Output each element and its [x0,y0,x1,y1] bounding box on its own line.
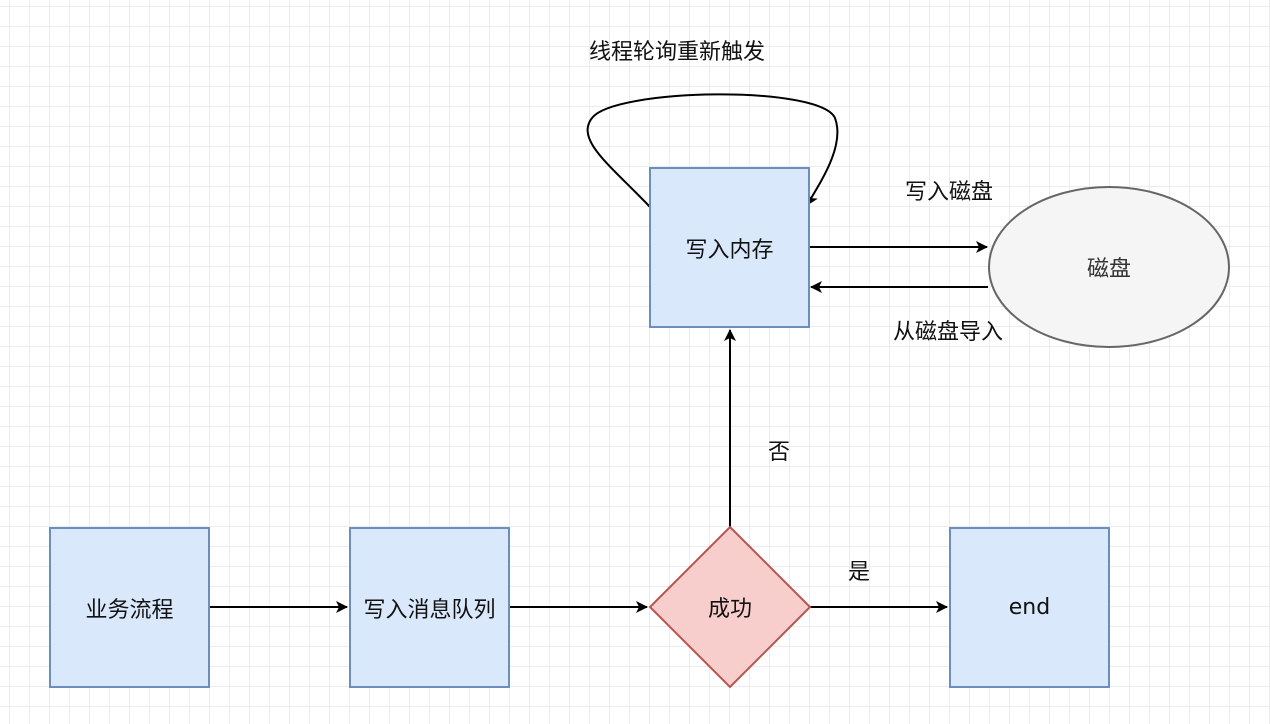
success-decision-node[interactable]: 成功 [650,527,810,687]
write-queue-node[interactable]: 写入消息队列 [349,527,510,688]
edge-label-load-disk: 从磁盘导入 [892,320,1004,345]
edge-label-yes: 是 [847,560,871,585]
write-memory-node[interactable]: 写入内存 [649,167,810,328]
end-label: end [1008,595,1051,620]
business-process-label: 业务流程 [85,597,174,623]
edge-label-write-disk: 写入磁盘 [904,180,994,205]
write-memory-label: 写入内存 [685,237,774,263]
end-node[interactable]: end [949,527,1110,688]
disk-label: 磁盘 [1086,257,1131,282]
disk-ellipse-shape [988,186,1230,348]
edge-label-no: 否 [767,440,791,465]
success-label: 成功 [707,597,752,622]
disk-node[interactable]: 磁盘 [989,187,1229,347]
business-process-node[interactable]: 业务流程 [49,527,210,688]
edge-label-retry: 线程轮询重新触发 [588,40,766,65]
success-decision-shape [648,525,812,689]
write-queue-label: 写入消息队列 [363,597,496,623]
edge-retry-loop [586,93,839,208]
